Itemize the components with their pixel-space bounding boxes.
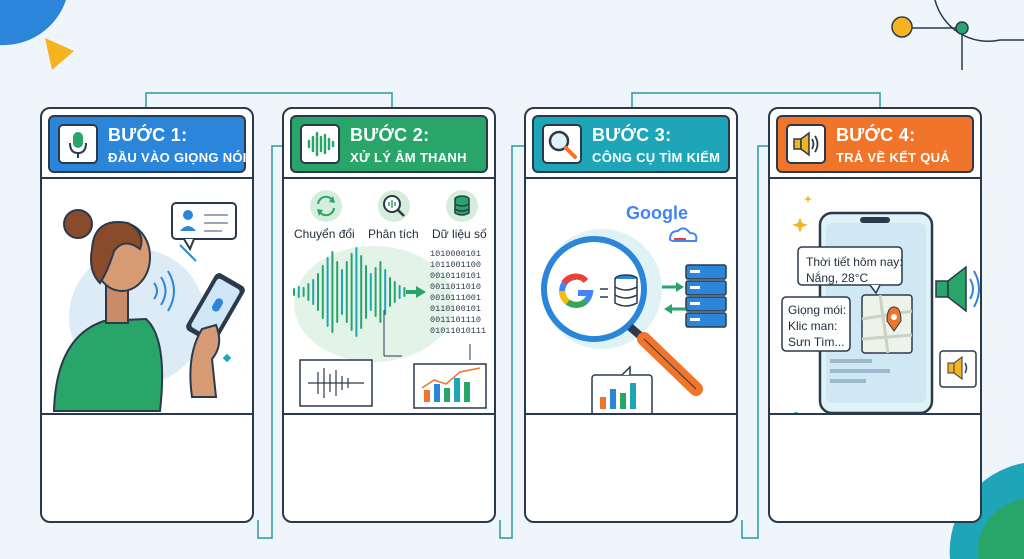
person-speaking-illustration <box>52 202 245 412</box>
divider <box>284 413 494 415</box>
binary-line: 0011011010 <box>430 282 481 292</box>
step-2-subtitle: XỬ LÝ ÂM THANH <box>350 150 467 165</box>
binary-line: 0110100101 <box>430 304 481 314</box>
phone-result-illustration <box>781 195 980 413</box>
speaker-icon <box>786 124 826 164</box>
divider <box>770 177 980 179</box>
weather-line-1: Thời tiết hôm nay: <box>806 255 903 269</box>
convert-icon <box>310 190 342 222</box>
step-1-card: BƯỚC 1: ĐẦU VÀO GIỌNG NÓI <box>40 107 254 523</box>
step-2-header: BƯỚC 2: XỬ LÝ ÂM THANH <box>290 115 488 173</box>
step-4-header: BƯỚC 4: TRẢ VỀ KẾT QUẢ <box>776 115 974 173</box>
binary-line: 0011101110 <box>430 315 481 325</box>
google-logo: Google <box>626 203 688 223</box>
step-1-header: BƯỚC 1: ĐẦU VÀO GIỌNG NÓI <box>48 115 246 173</box>
binary-line: 0010111001 <box>430 293 481 303</box>
step-2-card: BƯỚC 2: XỬ LÝ ÂM THANH Chuyển đổi Phân t… <box>282 107 496 523</box>
magnifier-icon <box>542 124 582 164</box>
step-4-card: BƯỚC 4: TRẢ VỀ KẾT QUẢ <box>768 107 982 523</box>
corner-decoration-bottomright <box>949 463 1024 559</box>
divider <box>526 413 736 415</box>
label-convert: Chuyển đổi <box>294 227 355 241</box>
step-3-card: BƯỚC 3: CÔNG CỤ TÌM KIẾM Google <box>524 107 738 523</box>
voice-line-1: Giọng mói: <box>788 303 847 317</box>
binary-line: 1010000101 <box>430 249 481 259</box>
step-4-title: BƯỚC 4: <box>836 125 916 145</box>
divider <box>42 413 252 415</box>
analyze-icon <box>378 190 410 222</box>
label-analyze: Phân tích <box>368 227 419 241</box>
divider <box>284 177 494 179</box>
step-3-title: BƯỚC 3: <box>592 125 672 145</box>
step-4-subtitle: TRẢ VỀ KẾT QUẢ <box>836 150 950 165</box>
divider <box>42 177 252 179</box>
step-1-subtitle: ĐẦU VÀO GIỌNG NÓI <box>108 150 247 165</box>
voice-line-3: Sưn Tìm... <box>788 335 845 349</box>
voice-line-2: Klic man: <box>788 319 838 333</box>
binary-line: 0010110101 <box>430 271 481 281</box>
step-3-subtitle: CÔNG CỤ TÌM KIẾM <box>592 150 721 165</box>
search-engine-illustration <box>541 227 727 413</box>
step-2-title: BƯỚC 2: <box>350 125 430 145</box>
database-icon <box>446 190 478 222</box>
step-1-title: BƯỚC 1: <box>108 125 188 145</box>
divider <box>526 177 736 179</box>
step-3-header: BƯỚC 3: CÔNG CỤ TÌM KIẾM <box>532 115 730 173</box>
corner-decoration-topright <box>891 0 1024 70</box>
label-digital-data: Dữ liệu số <box>432 227 487 241</box>
divider <box>770 413 980 415</box>
binary-line: 01011010111 <box>430 326 486 336</box>
soundwave-icon <box>300 124 340 164</box>
binary-line: 1011001100 <box>430 260 481 270</box>
microphone-icon <box>58 124 98 164</box>
corner-decoration-topleft <box>0 0 74 70</box>
weather-line-2: Nắng, 28°C <box>806 271 869 285</box>
waveform-illustration: 1010000101101100110000101101010011011010… <box>293 246 487 409</box>
